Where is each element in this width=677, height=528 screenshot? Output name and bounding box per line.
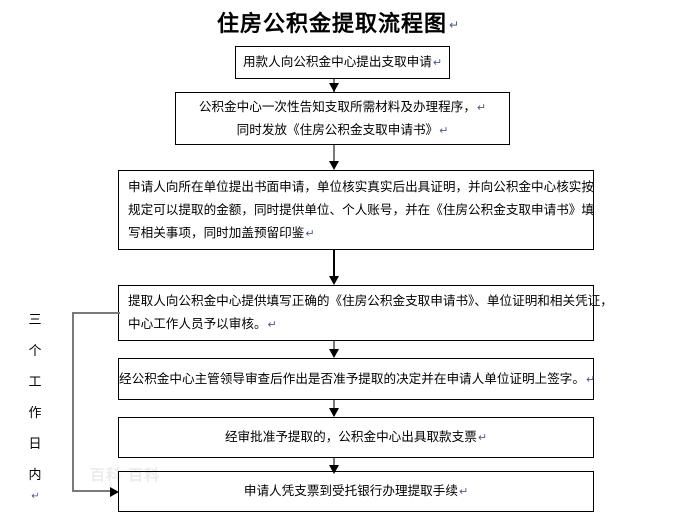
node-issue-withdrawal-cheque[interactable]: 经审批准予提取的，公积金中心出具取款支票↵	[118, 417, 594, 458]
node-written-application-to-employer[interactable]: 申请人向所在单位提出书面申请，单位核实真实后出具证明，并向公积金中心核实按 规定…	[118, 170, 594, 250]
page-title-text: 住房公积金提取流程图	[216, 12, 447, 37]
node-line: 申请人向所在单位提出书面申请，单位核实真实后出具证明，并向公积金中心核实按	[128, 178, 594, 194]
connector-4-5-arrowhead-icon	[328, 349, 339, 358]
feedback-path-bottom	[72, 490, 114, 492]
node-line: 公积金中心一次性告知支取所需材料及办理程序，↵	[198, 98, 487, 114]
connector-3-4-arrowhead-icon	[328, 276, 339, 285]
node-line: 规定可以提取的金额，同时提供单位、个人账号，并在《住房公积金支取申请书》填	[128, 201, 594, 217]
node-line: 提取人向公积金中心提供填写正确的《住房公积金支取申请书》、单位证明和相关凭证，	[128, 293, 613, 308]
connector-5-6-arrowhead-icon	[328, 408, 339, 417]
paragraph-mark-icon: ↵	[439, 123, 449, 137]
page-title: 住房公积金提取流程图↵	[0, 6, 677, 38]
side-label-char-1: 个	[28, 344, 42, 359]
feedback-path-top	[72, 312, 120, 314]
paragraph-mark-icon: ↵	[31, 491, 40, 502]
node-line: 写相关事项，同时加盖预留印鉴↵	[128, 224, 315, 240]
paragraph-mark-icon: ↵	[305, 226, 315, 240]
node-leader-approval-decision[interactable]: 经公积金中心主管领导审查后作出是否准予提取的决定并在申请人单位证明上签字。↵	[118, 358, 596, 400]
paragraph-mark-icon: ↵	[267, 318, 277, 331]
node-line: 经审批准予提取的，公积金中心出具取款支票↵	[224, 429, 488, 444]
three-working-days-label: 三 个 工 作 日 内 ↵	[24, 305, 46, 503]
side-label-char-3: 作	[28, 406, 42, 421]
paragraph-mark-icon: ↵	[585, 372, 596, 386]
node-line: 经公积金中心主管领导审查后作出是否准予提取的决定并在申请人单位证明上签字。↵	[119, 370, 596, 386]
node-apply-to-fund-center[interactable]: 用款人向公积金中心提出支取申请↵	[235, 46, 450, 79]
connector-6-7-arrowhead-icon	[328, 465, 339, 474]
paragraph-mark-icon: ↵	[458, 485, 469, 498]
side-label-char-5: 内	[28, 468, 42, 483]
node-center-informs-materials[interactable]: 公积金中心一次性告知支取所需材料及办理程序，↵ 同时发放《住房公积金支取申请书》…	[175, 92, 510, 145]
paragraph-mark-icon: ↵	[448, 18, 461, 32]
side-label-char-4: 日	[28, 437, 42, 452]
paragraph-mark-icon: ↵	[432, 56, 443, 69]
node-submit-documents-for-review[interactable]: 提取人向公积金中心提供填写正确的《住房公积金支取申请书》、单位证明和相关凭证， …	[118, 285, 613, 341]
node-line: 同时发放《住房公积金支取申请书》↵	[236, 121, 449, 137]
feedback-path-arrowhead-icon	[110, 486, 119, 497]
side-label-char-2: 工	[28, 375, 42, 390]
node-withdraw-at-bank[interactable]: 申请人凭支票到受托银行办理提取手续↵	[118, 471, 594, 512]
connector-1-2-arrowhead-icon	[328, 83, 339, 92]
connector-4-5-shaft	[333, 341, 335, 356]
feedback-path-vertical	[72, 312, 74, 492]
node-line: 申请人凭支票到受托银行办理提取手续↵	[243, 483, 469, 498]
connector-2-3-arrowhead-icon	[328, 161, 339, 170]
side-label-char-0: 三	[28, 313, 42, 328]
connector-3-4-shaft	[333, 250, 335, 280]
watermark: 百科 百科	[90, 466, 161, 484]
node-line: 中心工作人员予以审核。↵	[128, 316, 277, 331]
connector-2-3-shaft	[333, 145, 335, 163]
paragraph-mark-icon: ↵	[476, 100, 487, 114]
paragraph-mark-icon: ↵	[477, 431, 488, 444]
node-line: 用款人向公积金中心提出支取申请↵	[242, 54, 443, 69]
